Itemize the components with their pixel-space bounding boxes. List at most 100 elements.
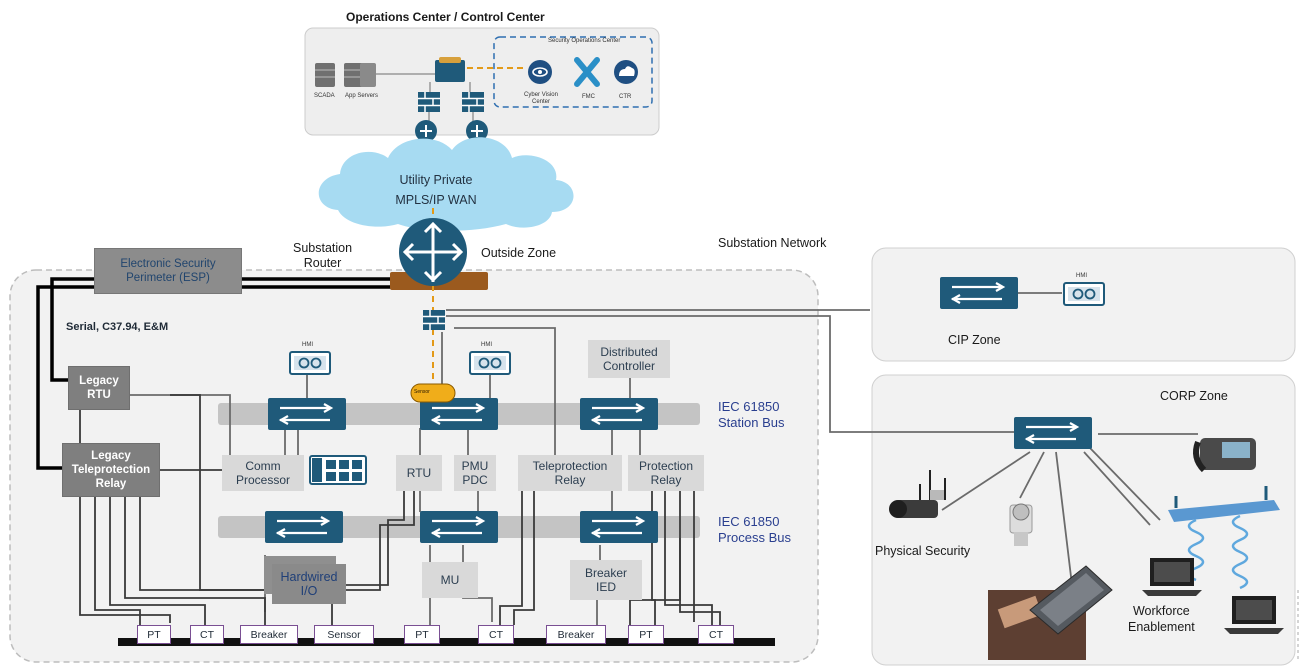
ops-router-icon [414, 119, 438, 143]
ip-phone-icon [1193, 438, 1256, 473]
workforce-line1: Workforce [1132, 604, 1190, 618]
station-switch-icon [266, 396, 348, 432]
access-point-icon [1168, 486, 1280, 522]
field-device-ct: CT [698, 625, 734, 644]
process-switch-icon [418, 509, 500, 545]
legacy-tp-line3: Relay [95, 478, 127, 490]
field-device-breaker: Breaker [546, 625, 606, 644]
hmi-label: HMI [481, 342, 492, 348]
cip-hmi-icon [1063, 282, 1105, 306]
pmu-line1: PMU [461, 459, 489, 473]
bied-line1: Breaker [584, 566, 628, 580]
cip-switch-icon [938, 275, 1020, 311]
substation-network-label: Substation Network [718, 236, 827, 250]
esp-box: Electronic Security Perimeter (ESP) [94, 248, 242, 294]
ctr-label: CTR [619, 94, 632, 100]
cip-zone-label: CIP Zone [948, 333, 1001, 347]
station-bus-line1: IEC 61850 [718, 399, 780, 414]
station-bus-label: IEC 61850 Station Bus [718, 399, 785, 431]
pmu-line2: PDC [462, 473, 488, 487]
esp-line2: Perimeter (ESP) [126, 272, 210, 284]
substation-firewall-icon [422, 309, 446, 331]
scada-server-icon [315, 63, 335, 87]
field-device-pt: PT [628, 625, 664, 644]
field-device-ct: CT [190, 625, 224, 644]
tpr-line2: Relay [554, 473, 586, 487]
pr-line1: Protection [638, 459, 694, 473]
station-switch-icon [578, 396, 660, 432]
comm-processor-grid-icon [309, 455, 367, 485]
field-device-breaker: Breaker [240, 625, 298, 644]
legacy-tp-line2: Teleprotection [71, 464, 151, 476]
cp-line2: Processor [235, 473, 291, 487]
sensor-tag [410, 383, 456, 403]
app-server-icon [344, 63, 376, 87]
workforce-line2: Enablement [1128, 620, 1195, 634]
corp-switch-icon [1012, 415, 1094, 451]
legacy-tp-line1: Legacy [91, 450, 131, 462]
corp-zone-label: CORP Zone [1160, 389, 1228, 403]
esp-line1: Electronic Security [120, 258, 216, 270]
mu-box: MU [422, 562, 478, 598]
hio-line1: Hardwired [280, 570, 338, 584]
process-switch-icon [578, 509, 660, 545]
field-device-sensor: Sensor [314, 625, 374, 644]
station-bus-line2: Station Bus [718, 415, 785, 430]
process-bus-label: IEC 61850 Process Bus [718, 514, 791, 546]
wan-line2: MPLS/IP WAN [395, 193, 477, 207]
wan-cloud [318, 137, 574, 231]
scada-label: SCADA [314, 93, 335, 99]
bied-line2: IED [595, 580, 616, 594]
gas-sensor-icon [1009, 503, 1033, 546]
process-bus-line1: IEC 61850 [718, 514, 780, 529]
physical-security-label: Physical Security [875, 544, 971, 558]
hio-line2: I/O [300, 584, 318, 598]
app-servers-label: App Servers [345, 93, 379, 99]
field-device-pt: PT [137, 625, 171, 644]
legacy-rtu-line2: RTU [87, 389, 111, 401]
station-hmi-icon [289, 351, 331, 375]
hmi-label: HMI [302, 342, 313, 348]
legacy-rtu-line1: Legacy [79, 375, 119, 387]
dc-line2: Controller [602, 359, 655, 373]
substation-router-label: Substation Router [293, 241, 352, 271]
camera-icon [889, 470, 946, 518]
soc-dashed-box [493, 36, 653, 108]
station-hmi-icon [469, 351, 511, 375]
process-switch-icon [263, 509, 345, 545]
wan-label: Utility Private MPLS/IP WAN [386, 170, 486, 210]
wan-line1: Utility Private [399, 173, 473, 187]
tpr-line1: Teleprotection [532, 459, 608, 473]
outside-zone-label: Outside Zone [481, 246, 557, 260]
workforce-label: Workforce Enablement [1128, 603, 1195, 635]
ops-firewall-icon [461, 91, 485, 113]
field-device-ct: CT [478, 625, 514, 644]
station-switch-icon [418, 396, 500, 432]
cp-line1: Comm [245, 459, 281, 473]
field-device-pt: PT [404, 625, 440, 644]
hmi-label: HMI [1076, 273, 1087, 279]
laptop-icon [1224, 596, 1284, 634]
serial-label: Serial, C37.94, E&M [66, 321, 169, 333]
sensor-tag-label: Sensor [414, 389, 430, 395]
ops-firewall-icon [417, 91, 441, 113]
router-label-line1: Substation [293, 241, 353, 255]
ops-center-title: Operations Center / Control Center [346, 10, 545, 24]
core-switch-icon [435, 57, 465, 82]
dc-line1: Distributed [600, 345, 658, 359]
soc-label: Security Operations Center [548, 38, 621, 44]
ctr-icon [614, 60, 638, 84]
pr-line2: Relay [650, 473, 682, 487]
fmc-icon [574, 57, 600, 87]
